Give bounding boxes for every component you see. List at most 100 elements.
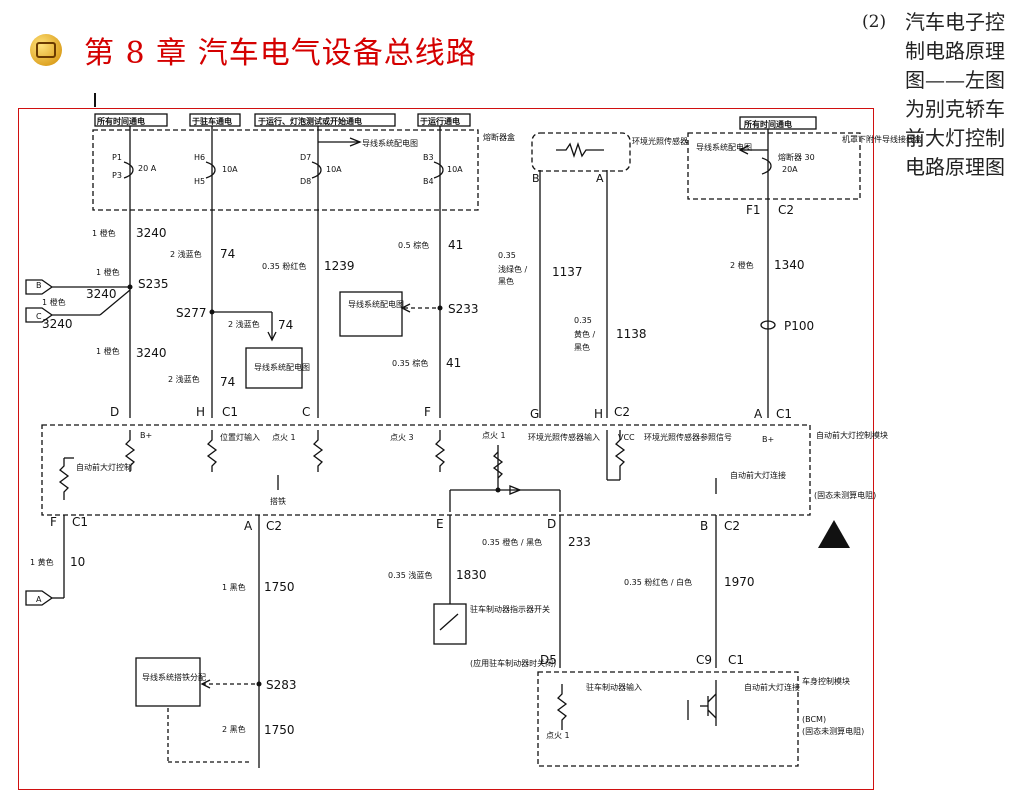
- bcm-auto-conn: 自动前大灯连接: [744, 682, 800, 692]
- wire-label-1340: 2 橙色: [730, 260, 754, 270]
- wire-num-1970: 1970: [724, 575, 755, 589]
- connector-c2-low: C2: [266, 519, 282, 533]
- wire-label-233: 0.35 橙色 / 黑色: [482, 537, 542, 547]
- connector-f1: F1: [746, 203, 761, 217]
- wiring-ref-box-1a: 导线系统配电图: [348, 299, 404, 309]
- splice-s235: S235: [138, 277, 169, 291]
- wire-label-3240b: 1 橙色: [96, 267, 120, 277]
- module-ign1: 点火 1: [272, 433, 296, 442]
- wire-label-3240d: 1 橙色: [96, 346, 120, 356]
- module-amb-ref: 环境光照传感器参照信号: [644, 432, 732, 442]
- connector-b-off: B: [36, 281, 42, 290]
- park-switch-label: 驻车制动器指示器开关: [470, 604, 550, 614]
- side-note-text: 汽车电子控制电路原理图——左图为别克轿车前大灯控制电路原理图: [905, 10, 1005, 179]
- wiring-ref-box-2: 导线系统配电图: [254, 362, 310, 372]
- supply-label-4: 于运行通电: [420, 116, 460, 126]
- wire-num-10: 10: [70, 555, 85, 569]
- connector-a-1: A: [754, 407, 763, 421]
- connector-c-1: C: [302, 405, 310, 419]
- wire-num-74c: 74: [220, 375, 235, 389]
- wire-label-1138b: 黄色 /: [574, 329, 596, 339]
- park-switch-note: (应用驻车制动器时关闭): [470, 658, 556, 668]
- module-b-plus-2: B+: [762, 435, 774, 444]
- wire-label-74c: 2 浅蓝色: [168, 374, 200, 384]
- connector-d-1: D: [110, 405, 119, 419]
- page-title: 第 8 章 汽车电气设备总线路: [84, 36, 477, 71]
- wire-label-41b: 0.35 棕色: [392, 358, 428, 368]
- connector-h-2: H: [594, 407, 603, 421]
- bcm-label: 车身控制模块: [802, 676, 850, 686]
- connector-c1-1: C1: [222, 405, 238, 419]
- bcm-park-input: 驻车制动器输入: [586, 682, 642, 692]
- wire-label-1137c: 黑色: [498, 276, 514, 286]
- fuse-block-label: 熔断器盒: [483, 132, 515, 142]
- wire-num-3240b: 3240: [86, 287, 117, 301]
- fuse-30: 熔断器 30: [778, 152, 815, 162]
- header: 第 8 章 汽车电气设备总线路: [30, 28, 477, 72]
- connector-c9: C9: [696, 653, 712, 667]
- connector-a-off: A: [36, 595, 42, 604]
- fuse-rating-20a: 20 A: [138, 164, 157, 173]
- wire-num-1138: 1138: [616, 327, 647, 341]
- wire-label-1137a: 0.35: [498, 251, 516, 260]
- connector-e: E: [436, 517, 444, 531]
- bcm-label-2: (BCM): [802, 715, 826, 724]
- connector-c2-top: C2: [778, 203, 794, 217]
- wire-num-1750b: 1750: [264, 723, 295, 737]
- supply-label-2: 于驻车通电: [192, 116, 232, 126]
- connector-c-off: C: [36, 312, 42, 321]
- wire-label-1138a: 0.35: [574, 316, 592, 325]
- wire-label-74a: 2 浅蓝色: [170, 249, 202, 259]
- connector-c1-2: C1: [776, 407, 792, 421]
- wire-label-3240c: 1 橙色: [42, 297, 66, 307]
- module-label-2: (固态未测算电阻): [814, 490, 876, 500]
- wire-label-10: 1 黄色: [30, 557, 54, 567]
- sensor-pin-a: A: [596, 172, 604, 185]
- circuit-diagram: 所有时间通电 于驻车通电 于运行、灯泡测试或开始通电 于运行通电 所有时间通电 …: [25, 93, 922, 768]
- wire-num-74a: 74: [220, 247, 235, 261]
- wire-label-1830: 0.35 浅蓝色: [388, 570, 432, 580]
- wire-num-1239: 1239: [324, 259, 355, 273]
- fuse-p1: P1: [112, 153, 122, 162]
- connector-b-2: B: [700, 519, 708, 533]
- chapter-badge-icon: [30, 34, 62, 66]
- wire-num-1750a: 1750: [264, 580, 295, 594]
- wire-num-3240c: 3240: [42, 317, 73, 331]
- side-note-number: (2): [862, 12, 887, 32]
- fuse-rating-10a-3: 10A: [447, 165, 463, 174]
- connector-a-2: A: [244, 519, 253, 533]
- splice-s233: S233: [448, 302, 479, 316]
- fuse-d7: D7: [300, 153, 311, 162]
- wire-num-41b: 41: [446, 356, 461, 370]
- fuse-h6: H6: [194, 153, 205, 162]
- connector-c1-bcm: C1: [728, 653, 744, 667]
- wiring-ref-right: 导线系统配电图: [696, 142, 752, 152]
- splice-p100: P100: [784, 319, 814, 333]
- module-auto-ctrl: 自动前大灯控制: [76, 462, 132, 472]
- fuse-rating-10a-1: 10A: [222, 165, 238, 174]
- module-pos-input: 位置灯输入: [220, 432, 260, 442]
- connector-d-2: D: [547, 517, 556, 531]
- connector-f-2: F: [50, 515, 57, 529]
- wire-num-74b: 74: [278, 318, 293, 332]
- supply-label-3: 于运行、灯泡测试或开始通电: [258, 116, 362, 126]
- sensor-pin-b: B: [532, 172, 540, 185]
- module-ign1-b: 点火 1: [482, 431, 506, 440]
- fuse-b3: B3: [423, 153, 434, 162]
- wire-label-1750b: 2 黑色: [222, 724, 246, 734]
- module-vcc: VCC: [618, 433, 635, 442]
- wire-num-3240a: 3240: [136, 226, 167, 240]
- connector-c1-3: C1: [72, 515, 88, 529]
- splice-s283: S283: [266, 678, 297, 692]
- connector-c2-mid: C2: [614, 405, 630, 419]
- connector-d5: D5: [540, 653, 557, 667]
- wire-label-1239: 0.35 粉红色: [262, 261, 306, 271]
- sensor-label: 环境光照传感器: [632, 136, 688, 146]
- module-amb-input: 环境光照传感器输入: [528, 432, 600, 442]
- module-ign3: 点火 3: [390, 433, 414, 442]
- connector-g: G: [530, 407, 539, 421]
- supply-label-5: 所有时间通电: [743, 119, 792, 129]
- wire-label-1137b: 浅绿色 /: [498, 264, 528, 274]
- module-b-plus-1: B+: [140, 431, 152, 440]
- wire-label-3240a: 1 橙色: [92, 228, 116, 238]
